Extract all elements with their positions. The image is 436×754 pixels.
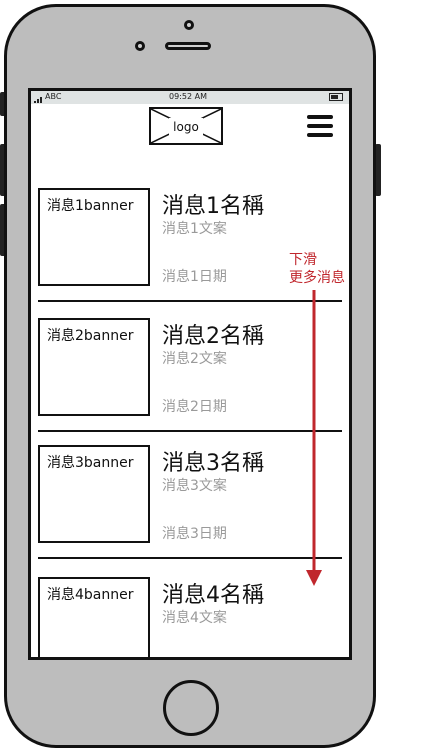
power-button[interactable] <box>375 144 381 196</box>
hamburger-menu-icon[interactable] <box>307 115 333 139</box>
battery-icon <box>329 93 343 101</box>
mute-switch[interactable] <box>0 92 6 116</box>
scroll-hint-line1: 下滑 <box>289 252 317 268</box>
divider <box>38 300 342 302</box>
message-title: 消息2名稱 <box>162 324 264 349</box>
message-banner: 消息3banner <box>38 445 150 543</box>
logo-text: logo <box>169 118 203 136</box>
list-item[interactable]: 消息3banner 消息3名稱 消息3文案 消息3日期 <box>31 445 349 575</box>
status-time: 09:52 AM <box>169 92 207 101</box>
list-item[interactable]: 消息4banner 消息4名稱 消息4文案 <box>31 577 349 657</box>
list-item[interactable]: 消息2banner 消息2名稱 消息2文案 消息2日期 <box>31 318 349 448</box>
signal-bars-icon <box>34 94 43 103</box>
message-banner: 消息2banner <box>38 318 150 416</box>
message-title: 消息4名稱 <box>162 583 264 608</box>
message-date: 消息3日期 <box>162 526 227 542</box>
phone-screen: ABC 09:52 AM logo 消息1banner 消息1名稱 消息1文案 … <box>28 88 352 660</box>
message-desc: 消息2文案 <box>162 351 227 367</box>
banner-label: 消息2banner <box>47 328 134 344</box>
message-banner: 消息1banner <box>38 188 150 286</box>
message-title: 消息1名稱 <box>162 194 264 219</box>
banner-label: 消息1banner <box>47 198 134 214</box>
logo-placeholder-icon: logo <box>149 107 223 145</box>
banner-label: 消息4banner <box>47 587 134 603</box>
carrier-name: ABC <box>45 92 62 101</box>
home-button[interactable] <box>163 680 219 736</box>
camera-icon <box>135 41 145 51</box>
volume-down-button[interactable] <box>0 204 6 256</box>
divider <box>38 430 342 432</box>
message-title: 消息3名稱 <box>162 451 264 476</box>
message-date: 消息2日期 <box>162 399 227 415</box>
message-date: 消息1日期 <box>162 269 227 285</box>
message-banner: 消息4banner <box>38 577 150 657</box>
scroll-hint-annotation: 下滑 更多消息 <box>289 251 345 287</box>
message-desc: 消息3文案 <box>162 478 227 494</box>
divider <box>38 557 342 559</box>
volume-up-button[interactable] <box>0 144 6 196</box>
list-item[interactable]: 消息1banner 消息1名稱 消息1文案 消息1日期 <box>31 188 349 318</box>
message-desc: 消息1文案 <box>162 221 227 237</box>
speaker-icon <box>165 42 211 50</box>
message-desc: 消息4文案 <box>162 610 227 626</box>
banner-label: 消息3banner <box>47 455 134 471</box>
scroll-down-arrow-icon <box>306 290 322 586</box>
sensor-icon <box>184 20 194 30</box>
status-bar: ABC 09:52 AM <box>31 91 349 104</box>
scroll-hint-line2: 更多消息 <box>289 270 345 286</box>
